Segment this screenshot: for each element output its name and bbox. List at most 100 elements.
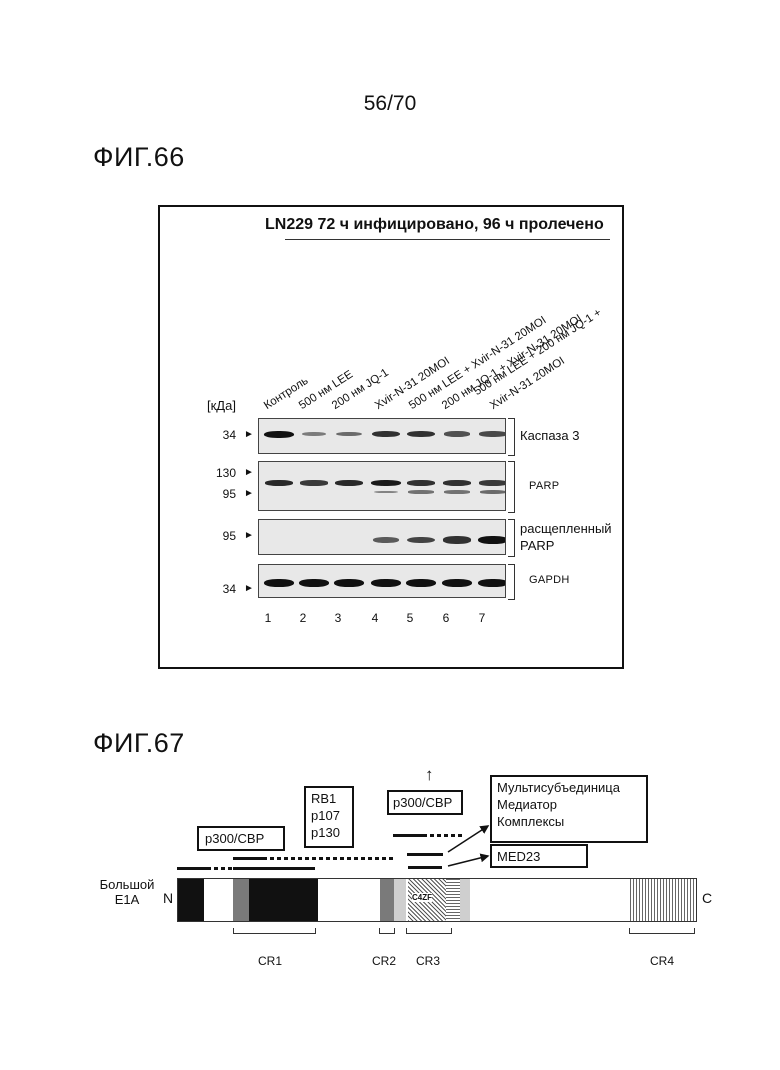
blot-panel-parp [258, 461, 506, 511]
box-rb-item: p107 [311, 807, 347, 824]
band-caspase-3 [264, 431, 294, 438]
band-parp-cleaved [444, 490, 469, 493]
lane-number-2: 2 [293, 611, 313, 625]
band-parp-full [300, 480, 328, 485]
panel-label-cleaved-line2: PARP [520, 538, 554, 553]
domain-cr2 [380, 879, 394, 921]
protein-label-line2: E1A [95, 892, 159, 907]
fig67-title: ФИГ.67 [93, 728, 185, 759]
cr3-label: CR3 [416, 954, 440, 968]
panel-bracket [508, 564, 515, 600]
band-gapdh [264, 579, 294, 587]
box-mediator-line: Медиатор [497, 796, 641, 813]
panel-bracket [508, 418, 515, 456]
box-rb-item: p130 [311, 824, 347, 841]
blot-panel-gapdh [258, 564, 506, 598]
band-caspase-3 [407, 431, 435, 437]
domain-cr1 [249, 879, 318, 921]
band-parp-cleaved [480, 490, 506, 493]
panel-bracket [508, 461, 515, 513]
band-parp-cleaved [408, 490, 433, 493]
band-gapdh [371, 579, 401, 587]
page-number: 56/70 [0, 92, 780, 116]
band-caspase-3 [444, 431, 471, 436]
marker-95-parp: 95 [208, 487, 236, 501]
band-gapdh [478, 579, 506, 587]
marker-34-gapdh: 34 [208, 582, 236, 596]
binding-line [177, 867, 207, 870]
box-rb-item: RB1 [311, 790, 347, 807]
box-mediator-line: Комплексы [497, 813, 641, 830]
kda-unit-label: [кДа] [207, 398, 236, 413]
binding-line-dotted [207, 867, 233, 870]
domain-cr1-start [233, 879, 249, 921]
band-cleaved-parp [478, 536, 506, 544]
blot-panel-caspase-3 [258, 418, 506, 454]
blot-title: LN229 72 ч инфицировано, 96 ч пролечено [265, 216, 604, 234]
lane-number-5: 5 [400, 611, 420, 625]
binding-line [407, 853, 443, 856]
lane-number-3: 3 [328, 611, 348, 625]
band-parp-full [443, 480, 471, 485]
cr4-label: CR4 [650, 954, 674, 968]
cr1-bracket [233, 928, 316, 934]
binding-line [233, 857, 263, 860]
band-parp-full [479, 480, 506, 485]
n-terminus-label: N [163, 890, 173, 906]
blot-panel-cleaved-parp [258, 519, 506, 555]
box-mediator-line: Мультисубъединица [497, 779, 641, 796]
band-caspase-3 [372, 431, 400, 437]
domain-cr4 [630, 879, 696, 921]
cr2-bracket [379, 928, 395, 934]
marker-34-caspase: 34 [208, 428, 236, 442]
panel-label-caspase-3: Каспаза 3 [520, 428, 579, 443]
band-gapdh [406, 579, 436, 587]
band-parp-full [371, 480, 401, 486]
lane-number-4: 4 [365, 611, 385, 625]
marker-arrow-icon: ► [244, 429, 254, 440]
binding-line [408, 866, 442, 869]
arrow-up-icon: ↑ [425, 765, 434, 785]
binding-line-dotted [263, 857, 393, 860]
fig66-title: ФИГ.66 [93, 142, 185, 173]
marker-arrow-icon: ► [244, 467, 254, 478]
cr2-label: CR2 [372, 954, 396, 968]
box-p300-cbp-right-text: p300/CBP [393, 795, 452, 810]
lane-number-6: 6 [436, 611, 456, 625]
band-cleaved-parp [443, 536, 471, 543]
band-gapdh [442, 579, 472, 587]
marker-95-cleaved: 95 [208, 529, 236, 543]
box-mediator-complex: Мультисубъединица Медиатор Комплексы [490, 775, 648, 843]
band-parp-cleaved [374, 491, 398, 494]
e1a-protein-bar: C4ZF [177, 878, 697, 922]
marker-arrow-icon: ► [244, 488, 254, 499]
band-cleaved-parp [373, 537, 399, 543]
lane-number-7: 7 [472, 611, 492, 625]
box-rb-family: RB1 p107 p130 [304, 786, 354, 848]
box-med23-text: MED23 [497, 849, 540, 864]
marker-arrow-icon: ► [244, 530, 254, 541]
panel-label-parp: PARP [529, 480, 559, 492]
domain-n-terminal [178, 879, 204, 921]
band-caspase-3 [302, 432, 327, 436]
band-parp-full [335, 480, 364, 485]
panel-label-gapdh: GAPDH [529, 574, 570, 586]
band-parp-full [265, 480, 294, 485]
blot-title-rule [285, 239, 610, 240]
box-med23: MED23 [490, 844, 588, 868]
box-p300-cbp-left-text: p300/CBP [205, 831, 264, 846]
marker-arrow-icon: ► [244, 583, 254, 594]
cr3-bracket [406, 928, 452, 934]
band-gapdh [334, 579, 364, 587]
domain-cr2-end [394, 879, 406, 921]
zinc-finger-label: C4ZF [412, 893, 432, 902]
protein-label-line1: Большой [95, 877, 159, 892]
binding-line [393, 834, 423, 837]
cr4-bracket [629, 928, 695, 934]
box-p300-cbp-left: p300/CBP [197, 826, 285, 851]
band-caspase-3 [479, 431, 506, 437]
panel-bracket [508, 519, 515, 557]
marker-130-parp: 130 [208, 466, 236, 480]
pointer-arrows [440, 820, 500, 872]
box-p300-cbp-right: p300/CBP [387, 790, 463, 815]
